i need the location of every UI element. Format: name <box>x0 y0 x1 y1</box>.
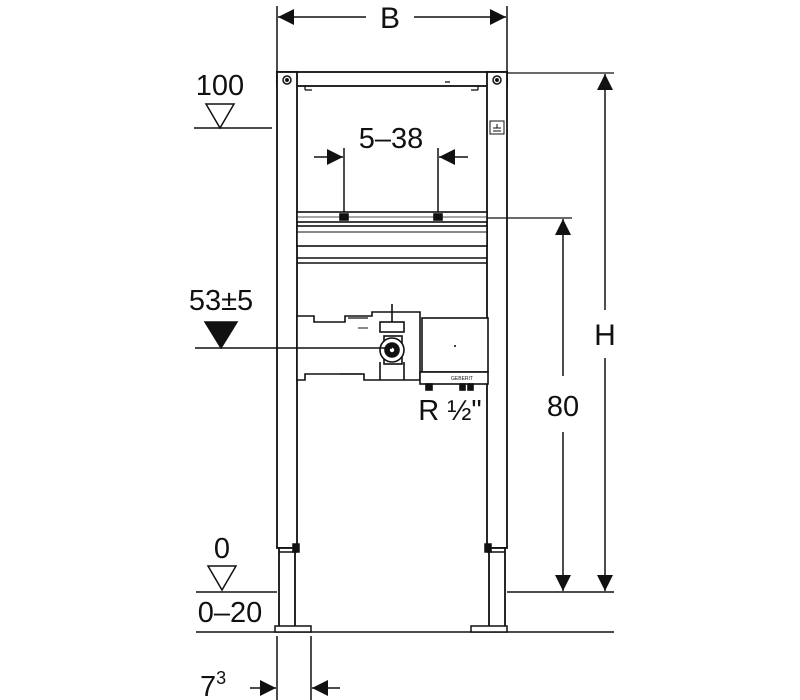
width-label: B <box>380 2 400 35</box>
floor-range-label: 0–20 <box>198 597 263 629</box>
foot-offset-superscript: 3 <box>216 668 226 688</box>
spacing-label: 5–38 <box>359 123 424 155</box>
frame-right-upright <box>486 71 508 549</box>
outlet-level-marker <box>195 321 392 350</box>
connection-label: R ½" <box>418 395 481 427</box>
level-symbol <box>489 120 505 135</box>
foot-offset-base: 7 <box>200 671 216 700</box>
mounting-holes <box>282 75 502 85</box>
frame-feet <box>274 625 508 633</box>
total-height-label: H <box>594 319 616 352</box>
control-box <box>419 317 489 391</box>
outlet-level-label: 53±5 <box>189 285 253 317</box>
water-connector <box>379 304 405 380</box>
frame-top-rail <box>276 71 508 87</box>
mounting-crossbar <box>296 211 488 264</box>
floor-level-marker <box>196 565 614 593</box>
brand-mark: GEBERIT <box>451 376 473 382</box>
foot-offset-label: 73 <box>200 668 226 700</box>
frame-height-label: 80 <box>547 391 579 423</box>
floor-level-label: 0 <box>214 533 230 565</box>
top-level-marker <box>194 103 272 130</box>
spacing-dimension <box>314 148 468 214</box>
width-dimension <box>276 6 508 72</box>
frame-right-leg <box>488 547 506 629</box>
frame-left-leg <box>278 547 296 629</box>
top-level-label: 100 <box>196 70 244 102</box>
foot-offset-dimension <box>250 636 340 700</box>
frame-left-upright <box>276 71 298 549</box>
